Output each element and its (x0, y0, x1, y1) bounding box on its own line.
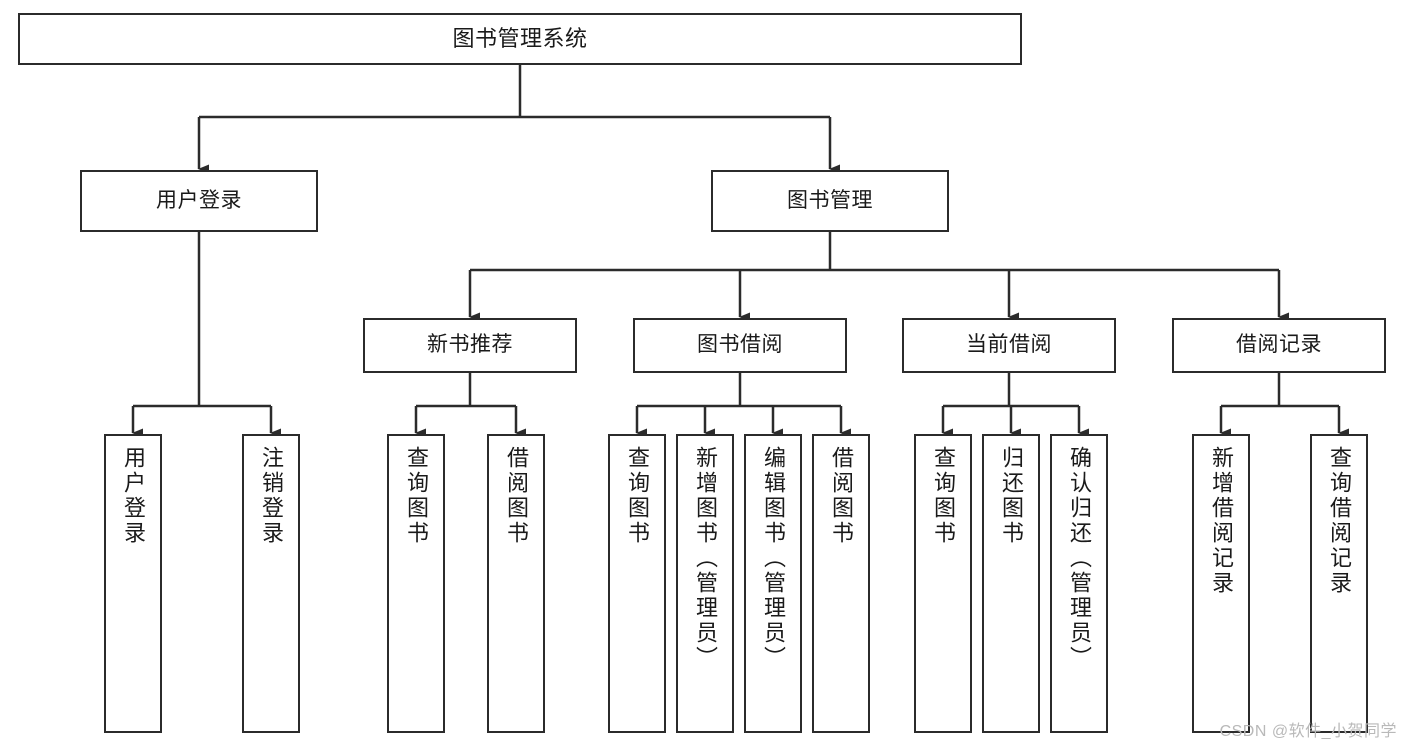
node-leaf-br-query[interactable]: 查询借阅记录 (1310, 434, 1368, 733)
node-leaf-user-login[interactable]: 用户登录 (104, 434, 162, 733)
node-book-manage[interactable]: 图书管理 (711, 170, 949, 232)
node-root[interactable]: 图书管理系统 (18, 13, 1022, 65)
node-label: 新增借阅记录 (1209, 446, 1234, 596)
node-label: 借阅记录 (1236, 333, 1322, 357)
node-leaf-bb-borrow[interactable]: 借阅图书 (812, 434, 870, 733)
node-new-book-rec[interactable]: 新书推荐 (363, 318, 577, 373)
node-leaf-br-add[interactable]: 新增借阅记录 (1192, 434, 1250, 733)
node-label: 归还图书 (999, 446, 1024, 546)
node-label: 编辑图书（管理员） (761, 446, 786, 671)
node-user-login[interactable]: 用户登录 (80, 170, 318, 232)
node-label: 图书借阅 (697, 333, 783, 357)
node-book-borrow[interactable]: 图书借阅 (633, 318, 847, 373)
node-label: 新增图书（管理员） (693, 446, 718, 671)
node-label: 查询图书 (931, 446, 956, 546)
watermark-text: CSDN @软件_小贺同学 (1219, 723, 1397, 740)
node-label: 当前借阅 (966, 333, 1052, 357)
node-current-borrow[interactable]: 当前借阅 (902, 318, 1116, 373)
node-label: 借阅图书 (829, 446, 854, 546)
node-leaf-bb-query[interactable]: 查询图书 (608, 434, 666, 733)
node-label: 用户登录 (121, 446, 146, 546)
node-leaf-cb-return[interactable]: 归还图书 (982, 434, 1040, 733)
node-label: 图书管理系统 (452, 26, 588, 52)
node-label: 图书管理 (787, 188, 873, 212)
node-leaf-user-logout[interactable]: 注销登录 (242, 434, 300, 733)
node-leaf-rec-query[interactable]: 查询图书 (387, 434, 445, 733)
node-label: 查询图书 (625, 446, 650, 546)
node-label: 借阅图书 (504, 446, 529, 546)
node-leaf-rec-borrow[interactable]: 借阅图书 (487, 434, 545, 733)
node-label: 用户登录 (156, 188, 242, 212)
node-label: 查询借阅记录 (1327, 446, 1352, 596)
node-leaf-bb-edit[interactable]: 编辑图书（管理员） (744, 434, 802, 733)
node-leaf-bb-add[interactable]: 新增图书（管理员） (676, 434, 734, 733)
node-label: 新书推荐 (427, 333, 513, 357)
node-label: 确认归还（管理员） (1067, 446, 1092, 671)
node-label: 查询图书 (404, 446, 429, 546)
node-label: 注销登录 (259, 446, 284, 546)
node-leaf-cb-query[interactable]: 查询图书 (914, 434, 972, 733)
node-borrow-record[interactable]: 借阅记录 (1172, 318, 1386, 373)
node-leaf-cb-confirm[interactable]: 确认归还（管理员） (1050, 434, 1108, 733)
